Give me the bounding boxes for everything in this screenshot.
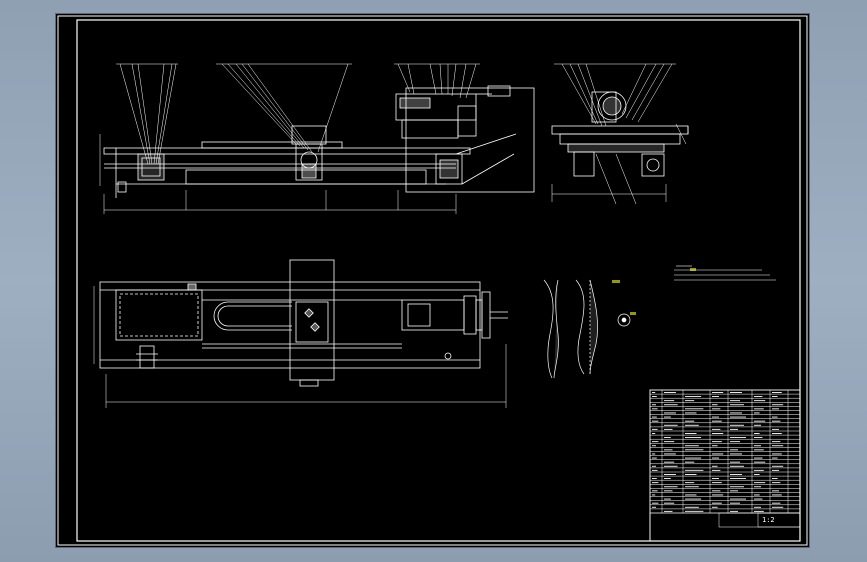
detail-sections <box>543 279 631 379</box>
front-view <box>99 63 535 214</box>
cad-drawing: 1:2 <box>57 15 808 546</box>
technical-requirements <box>674 265 776 281</box>
scale-label: 1:2 <box>762 516 775 524</box>
drawing-sheet: 1:2 <box>56 14 809 547</box>
outer-frame <box>57 15 808 546</box>
leader-lines-left <box>116 63 480 165</box>
side-view <box>551 63 689 205</box>
inner-frame <box>76 19 801 542</box>
title-block-cell <box>757 512 801 528</box>
plan-view <box>93 259 508 408</box>
title-block <box>649 389 801 542</box>
annotation-marks <box>612 268 696 315</box>
title-block-cell <box>718 512 801 528</box>
